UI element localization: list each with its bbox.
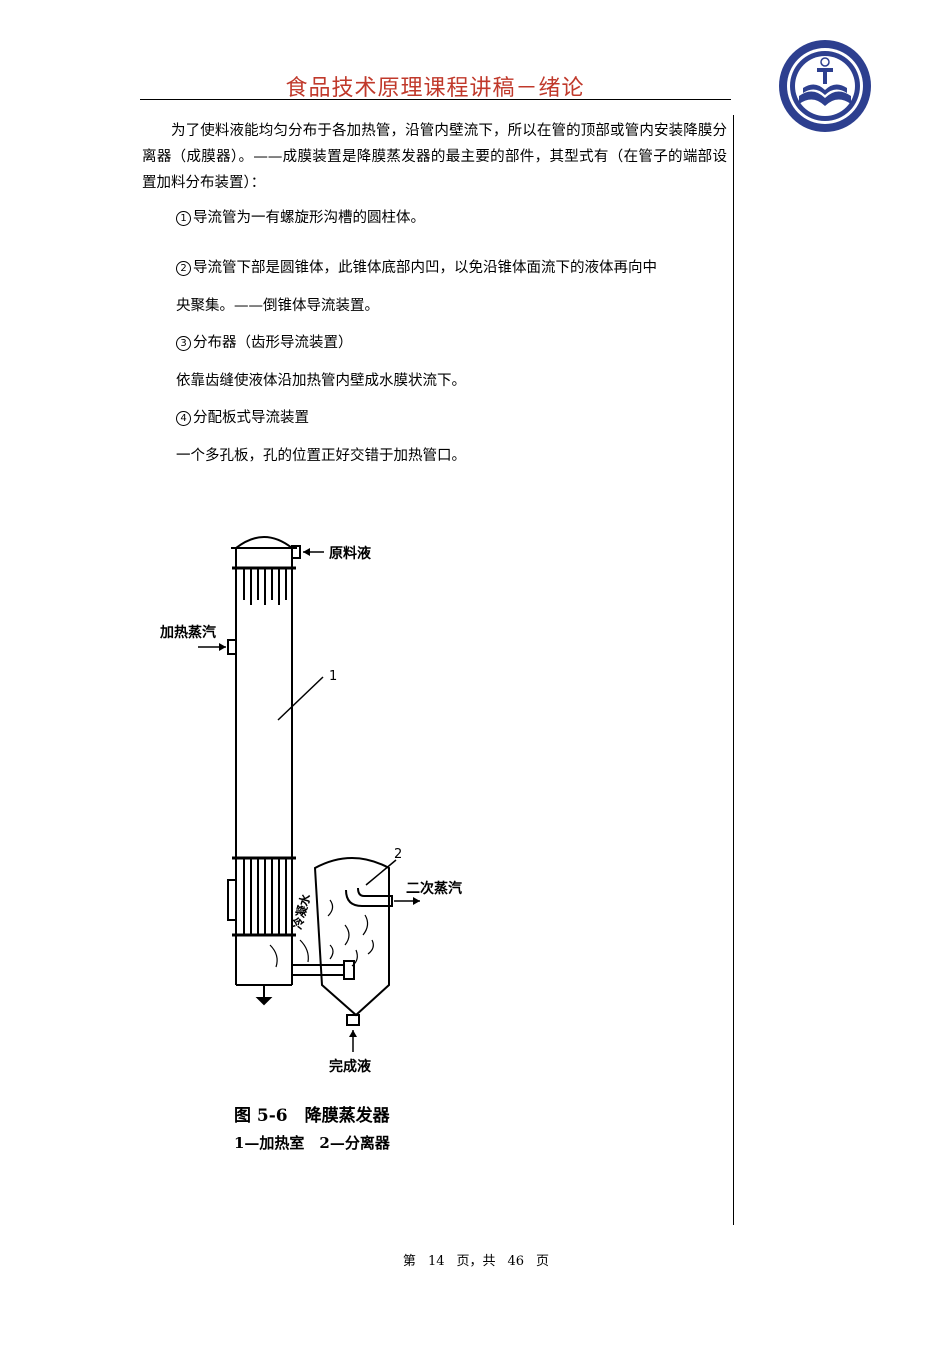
right-margin-rule — [733, 115, 734, 1225]
condensate-label: 冷凝水 — [289, 891, 313, 931]
list-item-continuation: 一个多孔板，孔的位置正好交错于加热管口。 — [176, 448, 466, 464]
item-number-badge: 1 — [176, 211, 191, 226]
feed-label: 原料液 — [329, 545, 372, 562]
top-dome — [233, 536, 295, 549]
item-number-badge: 4 — [176, 411, 191, 426]
falling-film-evaporator-diagram: 原料液 加热蒸汽 二次蒸汽 完成液 1 2 冷凝水 — [159, 536, 462, 1075]
page-number: 14 — [427, 1254, 445, 1269]
item-number-badge: 2 — [176, 261, 191, 276]
university-logo-icon — [779, 40, 871, 132]
secondary-vapor-label: 二次蒸汽 — [406, 880, 462, 897]
page-header-title: 食品技术原理课程讲稿－绪论 — [285, 76, 585, 101]
product-label: 完成液 — [329, 1058, 372, 1075]
header-rule — [140, 99, 731, 100]
part-1-label: 1 — [329, 669, 337, 684]
total-pages: 46 — [507, 1254, 525, 1269]
item-number-badge: 3 — [176, 336, 191, 351]
part-2-label: 2 — [394, 847, 402, 862]
steam-label: 加热蒸汽 — [159, 624, 216, 641]
list-item-continuation: 依靠齿缝使液体沿加热管内壁成水膜状流下。 — [176, 373, 466, 389]
figure-caption-title: 图 5-6 降膜蒸发器 — [234, 1106, 390, 1126]
list-item-continuation: 央聚集。——倒锥体导流装置。 — [176, 298, 379, 314]
figure-caption-legend: 1—加热室 2—分离器 — [234, 1134, 390, 1152]
intro-paragraph: 为了使料液能均匀分布于各加热管，沿管内壁流下，所以在管的顶部或管内安装降膜分离器… — [142, 123, 727, 191]
